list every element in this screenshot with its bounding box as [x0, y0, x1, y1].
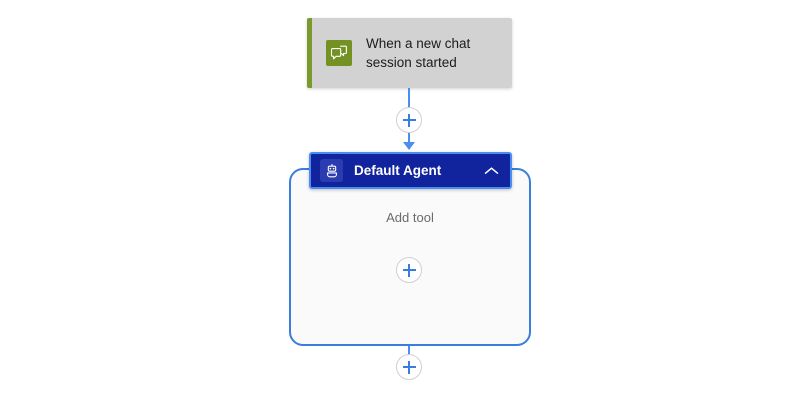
chevron-up-icon[interactable]	[484, 166, 499, 176]
trigger-node-label-line2: session started	[366, 55, 457, 70]
add-action-button-top[interactable]	[396, 107, 422, 133]
trigger-node-label-line1: When a new chat	[366, 36, 471, 51]
connector-arrowhead-icon	[403, 142, 415, 150]
plus-icon-vertical	[408, 263, 410, 277]
add-tool-label: Add tool	[386, 210, 434, 225]
agent-node-title: Default Agent	[354, 163, 442, 178]
add-action-button-bottom[interactable]	[396, 354, 422, 380]
trigger-node-label: When a new chat session started	[366, 34, 470, 72]
connector-agent-to-next	[408, 346, 410, 356]
agent-node-default-agent[interactable]: Default Agent	[309, 152, 512, 189]
trigger-accent-bar	[307, 18, 312, 88]
trigger-node-chat-session-started[interactable]: When a new chat session started	[307, 18, 512, 88]
plus-icon-vertical	[408, 360, 410, 374]
chat-bubbles-icon	[326, 40, 352, 66]
add-tool-button[interactable]	[396, 257, 422, 283]
plus-icon-vertical	[408, 113, 410, 127]
robot-icon	[320, 159, 343, 182]
